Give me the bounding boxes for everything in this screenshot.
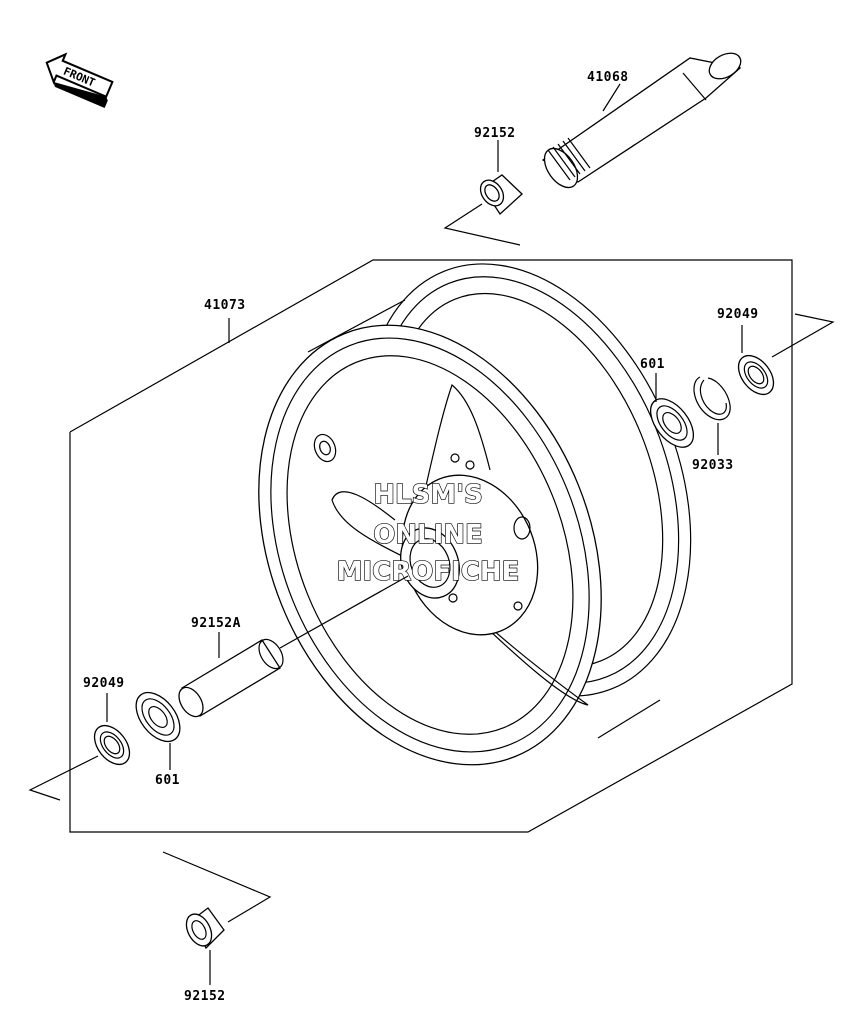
label-collar-top: 92152: [474, 126, 516, 141]
bearing-left-part: [135, 691, 181, 743]
label-collar-bottom: 92152: [184, 989, 226, 1004]
wheel-box: [69, 259, 793, 833]
watermark: HLSM'S ONLINE MICROFICHE: [336, 479, 520, 587]
axis-line-left: [28, 755, 99, 801]
label-bearing-left: 601: [155, 773, 180, 788]
leader-axle: [602, 83, 621, 112]
circlip-part: [693, 376, 731, 421]
axle-part: [541, 52, 742, 189]
axis-line-top: [443, 203, 521, 246]
collar-bottom-part: [185, 907, 225, 950]
label-seal-right: 92049: [717, 307, 759, 322]
seal-left-part: [93, 724, 131, 766]
watermark-line-3: MICROFICHE: [337, 557, 520, 587]
wheel-part: [258, 263, 692, 766]
spacer-part: [178, 638, 284, 718]
watermark-line-2: ONLINE: [373, 520, 483, 550]
label-bearing-right: 601: [640, 357, 665, 372]
axis-line-spacer: [279, 575, 409, 649]
label-seal-left: 92049: [83, 676, 125, 691]
seal-right-part: [737, 354, 775, 396]
axis-line-bottom: [162, 851, 272, 923]
watermark-line-1: HLSM'S: [373, 480, 483, 510]
collar-top-part: [479, 174, 523, 215]
front-arrow-icon: FRONT: [45, 52, 114, 108]
label-spacer: 92152A: [191, 616, 241, 631]
label-wheel: 41073: [204, 298, 246, 313]
label-axle: 41068: [587, 70, 629, 85]
label-circlip: 92033: [692, 458, 734, 473]
axis-line-right: [771, 313, 835, 358]
bearing-right-part: [649, 398, 695, 448]
